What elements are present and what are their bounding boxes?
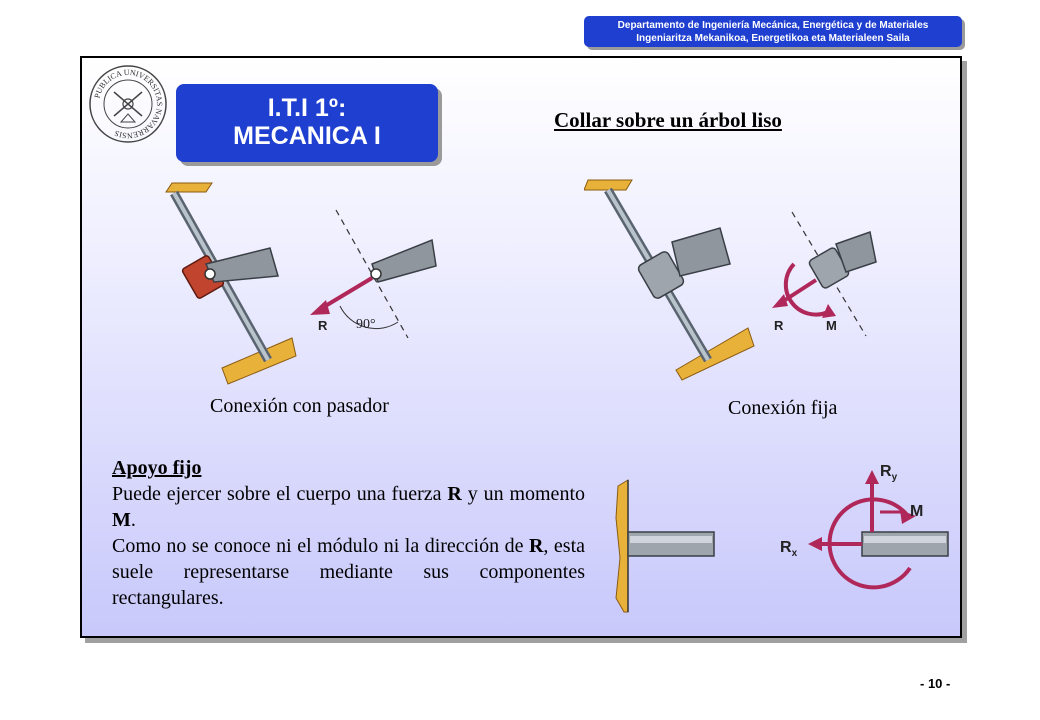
pin-force-label: R — [318, 318, 328, 333]
department-name-es: Departamento de Ingeniería Mecánica, Ene… — [617, 20, 929, 31]
ry-label: R — [880, 463, 892, 480]
support-reactions-figure: Rx Ry M — [780, 463, 949, 590]
fixed-support-figure — [615, 479, 715, 613]
svg-text:Rx: Rx — [780, 539, 798, 559]
pin-connection-caption: Conexión con pasador — [210, 395, 389, 417]
fixed-force-label: R — [774, 318, 784, 333]
pin-connection-figure: R 90° — [165, 182, 437, 385]
body-text: Apoyo fijo Puede ejercer sobre el cuerpo… — [112, 455, 585, 611]
body-paragraph-1: Puede ejercer sobre el cuerpo una fuerza… — [112, 483, 585, 531]
course-line-1: I.T.I 1º: — [267, 94, 347, 122]
course-title: I.T.I 1º: MECANICA I — [176, 84, 438, 162]
support-moment-label: M — [910, 503, 923, 520]
rx-subscript: x — [792, 548, 798, 559]
body-title: Apoyo fijo — [112, 457, 202, 479]
svg-text:Ry: Ry — [880, 463, 898, 483]
course-line-2: MECANICA I — [233, 122, 381, 150]
rx-label: R — [780, 539, 792, 556]
page-number: - 10 - — [920, 676, 951, 691]
ry-subscript: y — [892, 472, 898, 483]
department-banner: Departamento de Ingeniería Mecánica, Ene… — [584, 16, 962, 47]
fixed-connection-figure: R M — [584, 179, 877, 381]
fixed-connection-caption: Conexión fija — [728, 397, 838, 419]
fixed-moment-label: M — [826, 318, 837, 333]
department-name-eu: Ingeniaritza Mekanikoa, Energetikoa eta … — [636, 33, 910, 44]
section-title: Collar sobre un árbol liso — [554, 108, 782, 132]
angle-label: 90° — [356, 317, 376, 332]
university-seal: PUBLICA UNIVERSITAS NAVARRENSIS — [89, 65, 167, 143]
body-paragraph-2: Como no se conoce ni el módulo ni la dir… — [112, 535, 586, 609]
